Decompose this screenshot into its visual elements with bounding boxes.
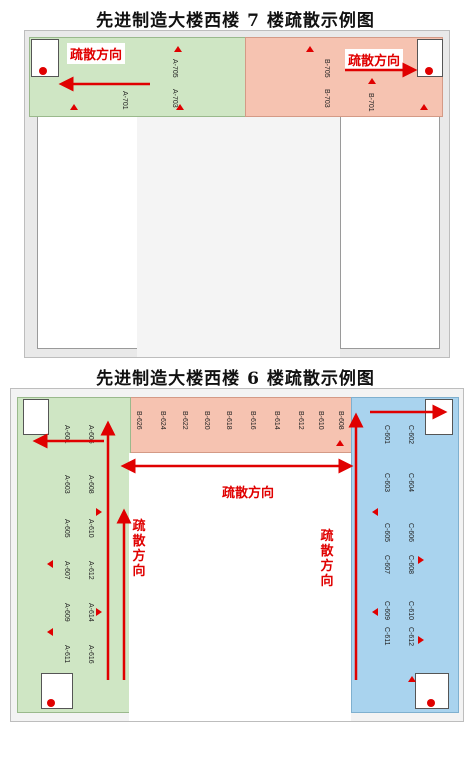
room-label: A-609: [63, 603, 70, 622]
room-label: A-616: [87, 645, 94, 664]
room-label: B-626: [135, 411, 142, 430]
room-label: A-607: [63, 561, 70, 580]
room-label: A-611: [63, 645, 70, 664]
room-label: B-624: [159, 411, 166, 430]
floor7-marker: [306, 46, 314, 52]
room-label: B-608: [337, 411, 344, 430]
floor7-marker: [176, 104, 184, 110]
floor6-stair-top-left: [23, 399, 49, 435]
floor7-evac-label-left: 疏散方向: [67, 43, 126, 64]
room-label: A-603: [63, 475, 70, 494]
floor6-stair-bottom-left: [41, 673, 73, 709]
floor6-zone-b: [129, 397, 355, 453]
room-label: A-610: [87, 519, 94, 538]
floor6-evac-label-center: 疏散方向: [219, 481, 278, 502]
room-label: B-618: [225, 411, 232, 430]
room-label: C-611: [383, 627, 390, 646]
floor6-marker: [336, 440, 344, 446]
floor7-marker: [368, 78, 376, 84]
room-label: A-703: [171, 89, 178, 108]
room-label: C-609: [383, 601, 390, 621]
room-label: C-612: [407, 627, 414, 647]
room-label: B-705: [323, 59, 330, 78]
room-label: C-604: [407, 473, 414, 493]
room-label: C-603: [383, 473, 390, 493]
floor6-marker: [96, 608, 102, 616]
floor6-zone-a: [17, 397, 131, 713]
floor6-title: 先进制造大楼西楼 6 楼疏散示例图: [96, 369, 375, 389]
room-label: A-701: [121, 91, 128, 110]
room-label: C-608: [407, 555, 414, 575]
room-label: C-601: [383, 425, 390, 445]
room-label: A-612: [87, 561, 94, 580]
floor6-marker: [418, 556, 424, 564]
floor7-title: 先进制造大楼西楼 7 楼疏散示例图: [96, 11, 375, 31]
room-label: B-703: [323, 89, 330, 108]
floor7-right-wing: [340, 111, 440, 349]
floor6-marker: [408, 676, 416, 682]
room-label: C-605: [383, 523, 390, 543]
room-label: A-614: [87, 603, 94, 622]
floor6-marker: [418, 636, 424, 644]
room-label: C-602: [407, 425, 414, 445]
floor6-evac-label-right: 疏散方向: [317, 527, 337, 591]
room-label: C-606: [407, 523, 414, 543]
room-label: A-608: [87, 475, 94, 494]
floor7-left-wing: [37, 111, 139, 349]
floor7-marker: [174, 46, 182, 52]
floor6-zone-c: [351, 397, 459, 713]
floor7-evac-label-right: 疏散方向: [345, 49, 404, 70]
room-label: B-701: [367, 93, 374, 112]
room-label: A-601: [63, 425, 70, 444]
floor6-marker: [372, 608, 378, 616]
room-label: B-610: [317, 411, 324, 430]
room-label: B-622: [181, 411, 188, 430]
room-label: A-605: [63, 519, 70, 538]
room-label: B-614: [273, 411, 280, 430]
floor7-exit-right: [425, 67, 433, 75]
floor6-plan: B-626 B-624 B-622 B-620 B-618 B-616 B-61…: [10, 388, 464, 722]
floor6-exit: [47, 699, 55, 707]
room-label: B-620: [203, 411, 210, 430]
floor6-marker: [47, 560, 53, 568]
floor6-evac-label-left: 疏散方向: [129, 517, 149, 581]
floor7-marker: [70, 104, 78, 110]
room-label: B-612: [297, 411, 304, 430]
room-label: B-616: [249, 411, 256, 430]
floor6-marker: [372, 508, 378, 516]
floor7-courtyard: [137, 111, 340, 357]
room-label: C-607: [383, 555, 390, 575]
floor7-marker: [420, 104, 428, 110]
room-label: A-705: [171, 59, 178, 78]
room-label: A-606: [87, 425, 94, 444]
room-label: C-610: [407, 601, 414, 621]
floor6-marker: [96, 508, 102, 516]
floor6-exit: [427, 699, 435, 707]
floor6-marker: [47, 628, 53, 636]
floor7-exit-left: [39, 67, 47, 75]
